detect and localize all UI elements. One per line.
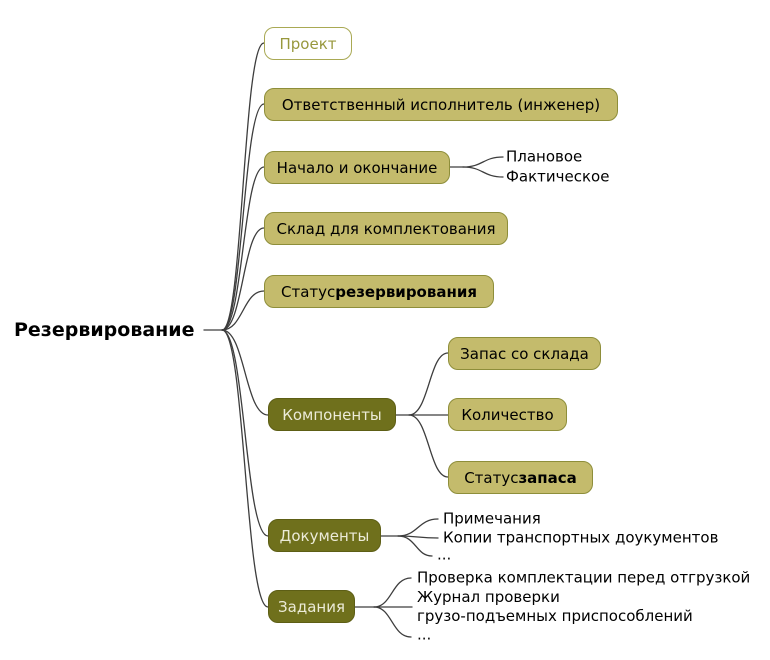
node-tasks[interactable]: Задания [268,590,355,623]
root-node[interactable]: Резервирование [14,319,195,341]
node-quantity-label: Количество [461,405,554,424]
node-reservation-status[interactable]: Статус резервирования [264,275,494,308]
node-warehouse-label: Склад для комплектования [276,219,496,238]
node-stock-from-warehouse-label: Запас со склада [460,344,589,363]
node-documents[interactable]: Документы [268,519,381,552]
node-tasks-label: Задания [278,597,345,616]
leaf-tasks-more[interactable]: ... [417,625,432,644]
edge-tasks-more [373,606,412,638]
node-project[interactable]: Проект [264,27,352,60]
node-stock-status-bold: запаса [518,468,577,487]
edge-notes [397,518,439,537]
leaf-actual[interactable]: Фактическое [506,167,610,186]
node-reservation-status-bold: резервирования [335,282,477,301]
leaf-shipment-check[interactable]: Проверка комплектации перед отгрузкой [417,568,751,587]
node-components[interactable]: Компоненты [268,398,396,431]
edge-stock-status [408,414,449,478]
leaf-planned[interactable]: Плановое [506,147,583,166]
edge-root-start-end [221,166,265,331]
node-stock-from-warehouse[interactable]: Запас со склада [448,337,601,370]
edge-actual [462,166,504,178]
node-engineer[interactable]: Ответственный исполнитель (инженер) [264,88,618,121]
node-reservation-status-prefix: Статус [281,282,336,301]
leaf-notes[interactable]: Примечания [443,509,541,528]
edge-root-tasks [221,329,269,608]
node-start-end-label: Начало и окончание [276,158,438,177]
leaf-inspection-journal[interactable]: Журнал проверки грузо-подъемных приспосо… [417,588,693,625]
node-components-label: Компоненты [282,405,382,424]
node-stock-status-prefix: Статус [464,468,519,487]
edge-planned [462,156,504,168]
node-documents-label: Документы [279,526,370,545]
edge-root-reservation-status [221,290,265,331]
edge-stock [408,352,449,416]
edge-documents-more [397,535,433,557]
node-project-label: Проект [279,34,337,53]
leaf-transport-copies[interactable]: Копии транспортных доукументов [443,528,719,547]
edge-check [373,577,412,608]
edge-root-warehouse [221,227,265,331]
node-engineer-label: Ответственный исполнитель (инженер) [281,95,601,114]
edge-root-components [221,329,269,416]
node-quantity[interactable]: Количество [448,398,567,431]
edge-root-project [221,42,265,331]
node-start-end[interactable]: Начало и окончание [264,151,450,184]
leaf-documents-more[interactable]: ... [437,545,452,564]
node-stock-status[interactable]: Статус запаса [448,461,593,494]
edge-root-documents [221,329,269,537]
node-warehouse[interactable]: Склад для комплектования [264,212,508,245]
edge-root-engineer [221,103,265,331]
